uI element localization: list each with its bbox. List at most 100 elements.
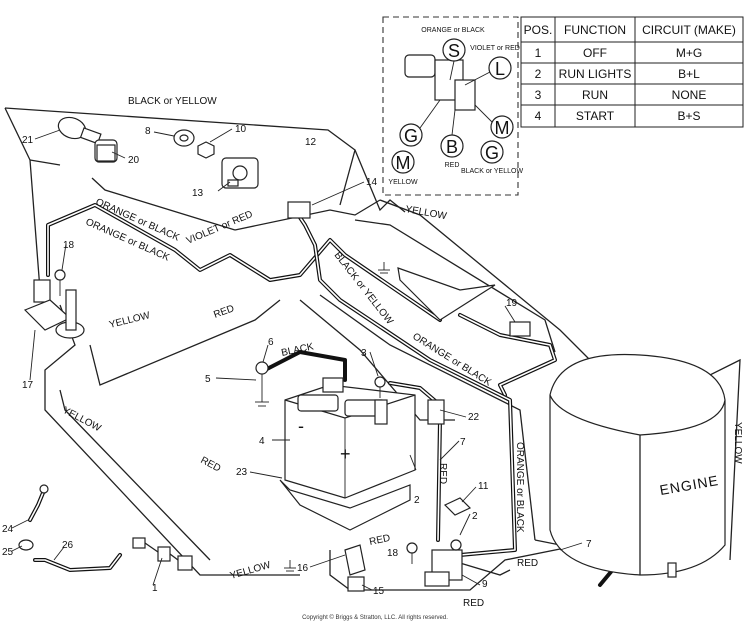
switch-position-table: POS. FUNCTION CIRCUIT (MAKE) 1 OFF M+G 2… — [520, 16, 744, 128]
part-number: 6 — [268, 337, 274, 348]
svg-text:M: M — [396, 153, 411, 173]
terminal-cover — [443, 497, 472, 516]
table-cell: OFF — [583, 46, 607, 60]
svg-text:G: G — [404, 126, 418, 146]
wire-label: RED — [199, 455, 223, 475]
table-cell: RUN LIGHTS — [559, 67, 632, 81]
solenoid-boot — [347, 576, 365, 592]
table-cell: START — [576, 109, 615, 123]
table-header: FUNCTION — [564, 23, 626, 37]
table-cell: M+G — [676, 46, 702, 60]
part-callouts: 1 2 2 3 4 5 6 7 7 8 9 10 11 12 13 14 15 … — [2, 124, 592, 597]
table-cell: 1 — [535, 46, 542, 60]
starter-solenoid — [424, 539, 463, 587]
table-cell: RUN — [582, 88, 608, 102]
switch-connector — [287, 201, 311, 219]
part-number: 21 — [22, 135, 34, 146]
part-number: 20 — [128, 155, 140, 166]
part-number: 26 — [62, 540, 74, 551]
table-header: CIRCUIT (MAKE) — [642, 23, 736, 37]
leader-lines — [11, 128, 583, 591]
part-number: 24 — [2, 524, 14, 535]
screw — [54, 269, 66, 296]
table-cell: 3 — [535, 88, 542, 102]
table-cell: 2 — [535, 67, 542, 81]
wire-label: YELLOW — [108, 310, 152, 331]
headlight-socket — [96, 144, 116, 162]
part-number: 5 — [205, 374, 211, 385]
terminal-l-icon — [488, 56, 512, 80]
part-number: 12 — [305, 137, 317, 148]
battery: - + — [284, 377, 416, 499]
svg-text:G: G — [485, 143, 499, 163]
part-number: 15 — [373, 586, 385, 597]
wire-label: YELLOW — [732, 422, 743, 464]
part-number: 16 — [297, 563, 309, 574]
part-number: 13 — [192, 188, 204, 199]
part-number: 2 — [414, 495, 420, 506]
battery-tray — [279, 479, 411, 531]
terminal-m-icon — [490, 115, 514, 139]
fuse-holder — [132, 537, 193, 571]
wire-label: ORANGE or BLACK — [514, 442, 525, 533]
svg-text:ORANGE or BLACK: ORANGE or BLACK — [421, 27, 485, 34]
ignition-switch-inset: S L G B M M G ORANGE or BLACK VIOLET or … — [382, 16, 524, 196]
positive-cable — [33, 553, 122, 572]
copyright-notice: Copyright © Briggs & Stratton, LLC. All … — [302, 614, 448, 621]
part-number: 2 — [472, 511, 478, 522]
part-number: 25 — [2, 547, 14, 558]
part-number: 17 — [22, 380, 34, 391]
table-header: POS. — [524, 23, 553, 37]
wire-label: RED — [212, 303, 236, 321]
svg-text:VIOLET or RED: VIOLET or RED — [470, 45, 520, 52]
wire-label: RED — [368, 533, 391, 548]
cable-clip — [18, 539, 34, 551]
grommet — [173, 129, 195, 147]
wire-label: BLACK or YELLOW — [128, 96, 217, 107]
part-number: 1 — [152, 583, 158, 594]
table-cell: B+L — [678, 67, 700, 81]
part-number: 23 — [236, 467, 248, 478]
terminal-m-icon — [391, 150, 415, 174]
part-number: 9 — [482, 579, 488, 590]
part-number: 14 — [366, 177, 378, 188]
ground-symbol-icon — [284, 560, 296, 572]
ground-screw — [374, 376, 386, 398]
orange-black-wires — [46, 203, 627, 587]
part-number: 4 — [259, 436, 265, 447]
wire-label: YELLOW — [61, 405, 103, 435]
part-number: 3 — [361, 348, 367, 359]
svg-text:B: B — [446, 137, 458, 157]
wire-label: RED — [463, 598, 484, 609]
ground-bolt — [255, 361, 269, 407]
table-cell: B+S — [677, 109, 700, 123]
part-number: 7 — [460, 437, 466, 448]
svg-text:BLACK or YELLOW: BLACK or YELLOW — [461, 168, 524, 175]
nut — [197, 141, 215, 159]
ignition-switch — [221, 157, 259, 189]
table-cell: 4 — [535, 109, 542, 123]
wire-label: ORANGE or BLACK — [410, 331, 493, 389]
svg-text:-: - — [298, 416, 304, 436]
svg-text:+: + — [340, 444, 351, 464]
part-number: 22 — [468, 412, 480, 423]
solenoid-cover — [344, 544, 366, 576]
wire-label: BLACK — [280, 341, 315, 359]
part-number: 8 — [145, 126, 151, 137]
wire-label: RED — [437, 463, 448, 484]
terminal-g-icon — [399, 123, 423, 147]
wire-label: RED — [517, 558, 538, 569]
table-cell: NONE — [672, 88, 707, 102]
engine — [549, 353, 726, 578]
battery-cable — [388, 381, 445, 542]
svg-text:L: L — [495, 59, 505, 79]
svg-text:YELLOW: YELLOW — [388, 179, 418, 186]
ground-screw — [406, 542, 418, 564]
wire-label: YELLOW — [229, 560, 273, 582]
part-number: 7 — [586, 539, 592, 550]
seat-switch — [23, 279, 85, 339]
part-number: 18 — [63, 240, 75, 251]
part-number: 18 — [387, 548, 399, 559]
part-number: 10 — [235, 124, 247, 135]
